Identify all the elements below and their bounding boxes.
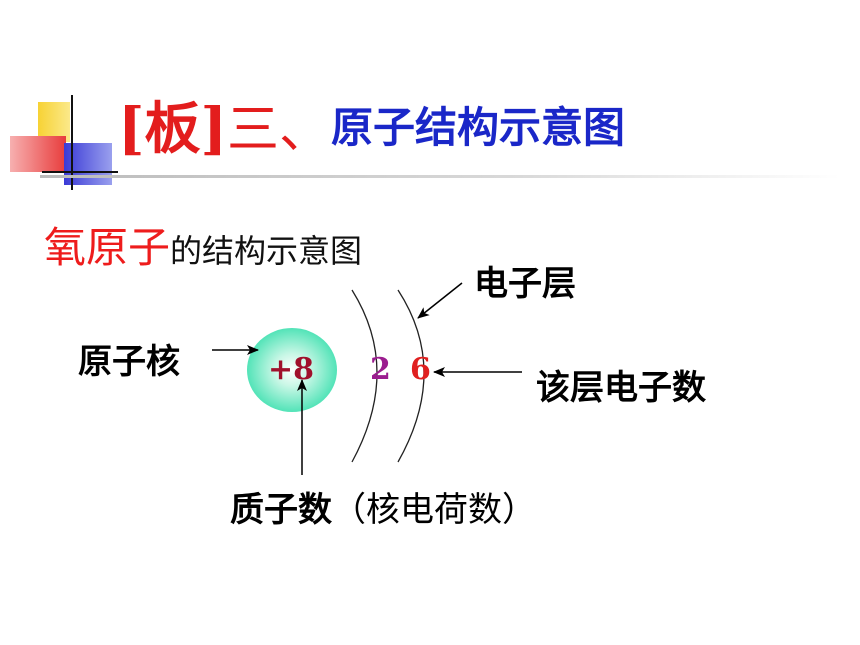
shell-arc-inner: [351, 289, 378, 463]
title-section-number: 三、: [227, 100, 332, 160]
arrow-electron-shell: [417, 282, 463, 319]
subtitle-element: 氧原子: [44, 223, 171, 272]
header-divider: [40, 175, 840, 178]
label-electron-shell: 电子层: [474, 264, 576, 304]
shell-arc-outer: [397, 289, 425, 463]
label-proton-number: 质子数（核电荷数）: [230, 482, 536, 531]
title-main-text: 原子结构示意图: [331, 103, 626, 152]
decorative-corner-squares: [10, 95, 118, 190]
nucleus-charge: +8: [268, 352, 315, 387]
deco-red-square: [10, 136, 66, 172]
slide-subtitle: 氧原子的结构示意图: [44, 214, 362, 275]
nucleus-circle: [247, 328, 337, 412]
proton-number-note: （核电荷数）: [332, 490, 536, 530]
proton-number-text: 质子数: [230, 490, 332, 530]
deco-yellow-square: [38, 102, 70, 142]
title-board-tag: [板]: [118, 96, 227, 162]
slide-title: [板]三、原子结构示意图: [118, 84, 625, 165]
shell-1-count: 2: [370, 352, 391, 387]
label-shell-electron-count: 该层电子数: [536, 368, 706, 408]
label-nucleus: 原子核: [78, 342, 180, 382]
shell-2-count: 6: [410, 352, 431, 387]
subtitle-rest: 的结构示意图: [170, 232, 363, 270]
